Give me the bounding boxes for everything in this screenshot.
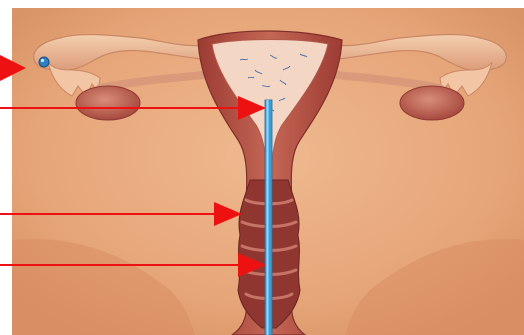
ovary-left <box>76 86 140 120</box>
egg-cell <box>39 57 49 67</box>
egg-highlight <box>41 59 44 62</box>
catheter-highlight <box>267 100 269 335</box>
ovary-right <box>400 86 464 120</box>
